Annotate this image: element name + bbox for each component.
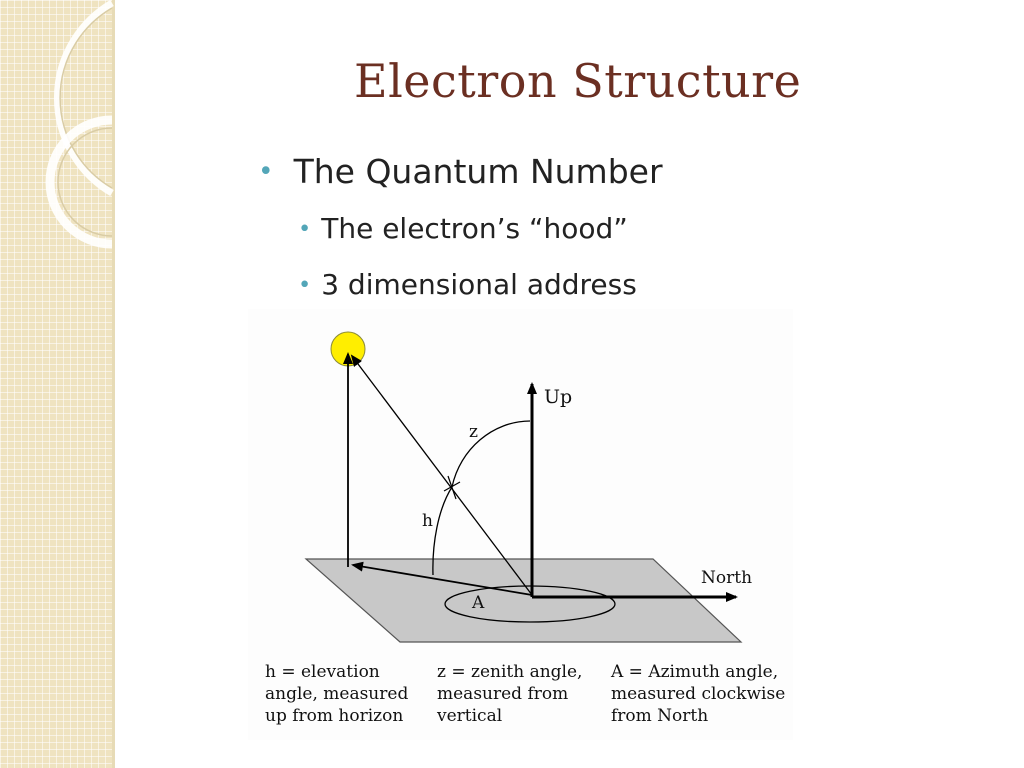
north-label: North [701,568,752,588]
caption-elevation: h = elevation angle, measured up from ho… [265,662,408,726]
bullet-text: The Quantum Number [293,152,663,191]
horizon-plane [304,558,743,643]
bullet-dot-icon: • [258,156,274,188]
bullet-level-2: • 3 dimensional address [298,268,637,301]
decorative-rings [45,0,114,249]
elevation-label: h [422,511,433,531]
side-band-border [112,0,115,768]
bullet-level-2: • The electron’s “hood” [298,212,628,245]
zenith-arc [451,420,531,488]
line-of-sight [350,354,533,596]
svg-text:up from horizon: up from horizon [265,706,403,726]
horizon-projection [351,561,533,596]
svg-text:from North: from North [611,706,708,726]
decorative-side-band [0,0,112,768]
bullet-text: 3 dimensional address [321,268,637,301]
slide-title: Electron Structure [354,54,802,108]
bullet-level-1: • The Quantum Number [258,152,663,191]
bullet-dot-icon: • [298,271,312,298]
azimuth-arc [444,585,616,623]
celestial-diagram: Up North z h A h = elevation angle, meas… [265,331,785,726]
svg-text:measured from: measured from [437,684,568,704]
svg-text:angle, measured: angle, measured [265,684,408,704]
svg-text:z = zenith angle,: z = zenith angle, [437,662,582,682]
svg-text:h = elevation: h = elevation [265,662,380,682]
svg-text:vertical: vertical [436,706,502,726]
caption-azimuth: A = Azimuth angle, measured clockwise fr… [610,662,785,726]
svg-text:A = Azimuth angle,: A = Azimuth angle, [610,662,778,682]
zenith-label: z [469,422,478,442]
up-label: Up [544,386,572,408]
svg-text:measured clockwise: measured clockwise [611,684,785,704]
celestial-coordinates-figure: Up North z h A h = elevation angle, meas… [248,309,793,740]
caption-zenith: z = zenith angle, measured from vertical [436,662,582,726]
elevation-arc [432,486,453,576]
arc-tick [447,475,457,500]
bullet-dot-icon: • [298,215,312,242]
azimuth-label: A [471,593,485,613]
bullet-text: The electron’s “hood” [321,212,628,245]
